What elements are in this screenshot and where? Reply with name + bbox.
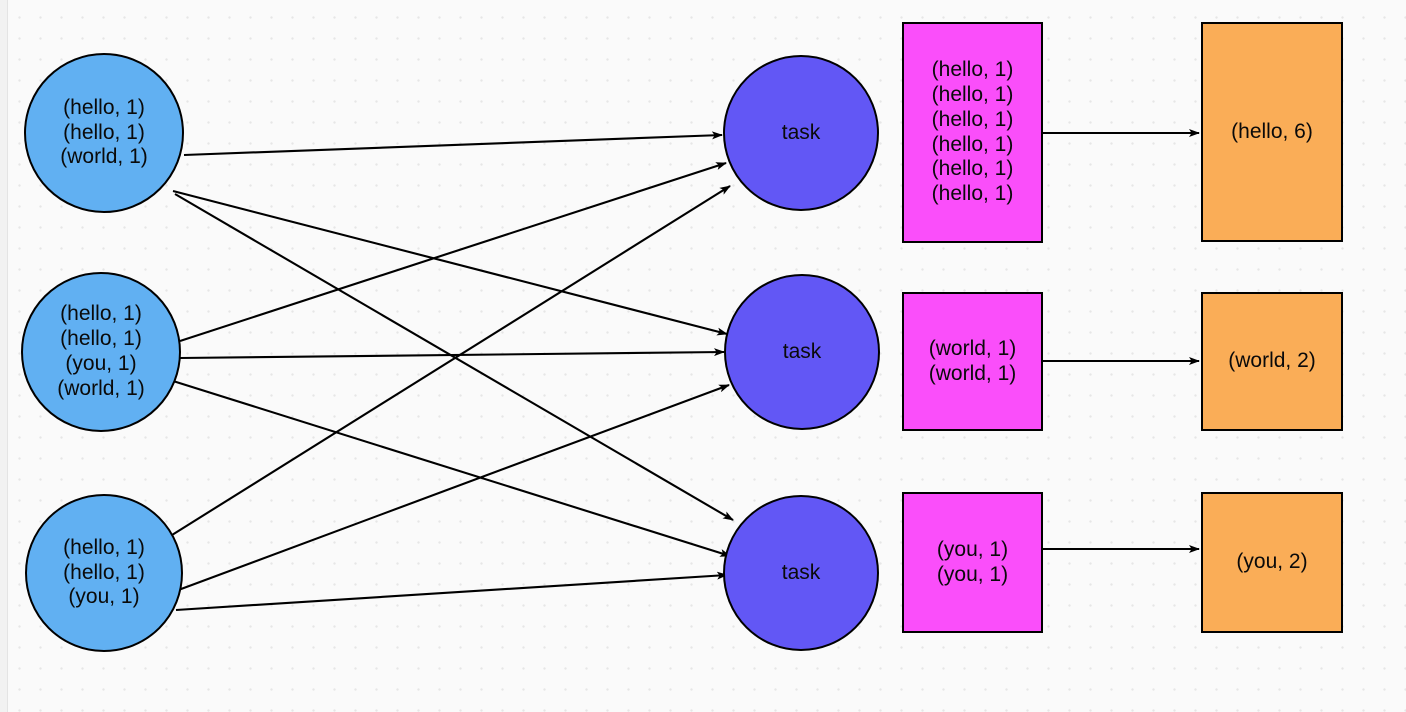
task-node-1[interactable]: task [723,55,879,211]
reduce-edge-group [1043,129,1200,553]
shuffle-edge-src3-to-task2 [172,384,730,593]
source-node-3-line-3: (you, 1) [68,585,140,609]
source-node-1-line-2: (hello, 1) [63,120,145,144]
group-box-1-line-2: (hello, 1) [931,82,1014,106]
source-node-2[interactable]: (hello, 1)(hello, 1)(you, 1)(world, 1) [21,272,181,432]
group-box-2[interactable]: (world, 1)(world, 1) [902,292,1043,431]
source-node-3-line-1: (hello, 1) [63,535,145,559]
task-node-2-line-1: task [782,339,822,363]
shuffle-edge-src1-to-task2 [172,189,728,336]
shuffle-edge-src3-to-task3 [175,571,728,612]
source-node-2-line-4: (world, 1) [57,376,145,400]
source-node-2-line-2: (hello, 1) [60,327,142,351]
source-node-1-line-3: (world, 1) [60,145,148,169]
source-node-1[interactable]: (hello, 1)(hello, 1)(world, 1) [24,53,184,213]
task-node-2[interactable]: task [724,274,880,430]
result-box-3[interactable]: (you, 2) [1201,492,1343,633]
group-box-3-line-1: (you, 1) [936,537,1009,561]
task-node-1-line-1: task [781,120,821,144]
task-node-3-line-1: task [781,560,821,584]
source-node-2-line-1: (hello, 1) [60,302,142,326]
task-node-3[interactable]: task [723,495,879,651]
result-box-2[interactable]: (world, 2) [1201,292,1343,431]
group-box-1[interactable]: (hello, 1)(hello, 1)(hello, 1)(hello, 1)… [902,22,1043,243]
result-box-2-line-1: (world, 2) [1228,349,1316,373]
group-box-2-line-1: (world, 1) [928,336,1017,360]
source-node-3-line-2: (hello, 1) [63,560,145,584]
shuffle-edge-group [171,131,734,612]
shuffle-edge-src2-to-task1 [179,162,727,342]
result-box-1[interactable]: (hello, 6) [1201,22,1343,242]
source-node-3[interactable]: (hello, 1)(hello, 1)(you, 1) [25,494,183,652]
group-box-1-line-1: (hello, 1) [931,58,1014,82]
group-box-1-line-6: (hello, 1) [931,182,1014,206]
group-box-1-line-4: (hello, 1) [931,132,1014,156]
shuffle-edge-src3-to-task1 [171,185,731,536]
shuffle-edge-src2-to-task2 [179,348,725,360]
source-node-1-line-1: (hello, 1) [63,95,145,119]
group-box-3[interactable]: (you, 1)(you, 1) [902,492,1043,633]
shuffle-edge-src2-to-task3 [172,379,731,558]
group-box-3-line-2: (you, 1) [936,562,1009,586]
result-box-3-line-1: (you, 2) [1236,550,1308,574]
source-node-2-line-3: (you, 1) [65,352,137,375]
group-box-2-line-2: (world, 1) [928,361,1017,385]
group-box-1-line-3: (hello, 1) [931,107,1014,131]
shuffle-edge-src1-to-task3 [174,193,734,521]
canvas-left-gutter [0,0,8,712]
result-box-1-line-1: (hello, 6) [1231,119,1313,143]
group-box-1-line-5: (hello, 1) [931,157,1014,181]
shuffle-edge-src1-to-task1 [183,131,723,157]
